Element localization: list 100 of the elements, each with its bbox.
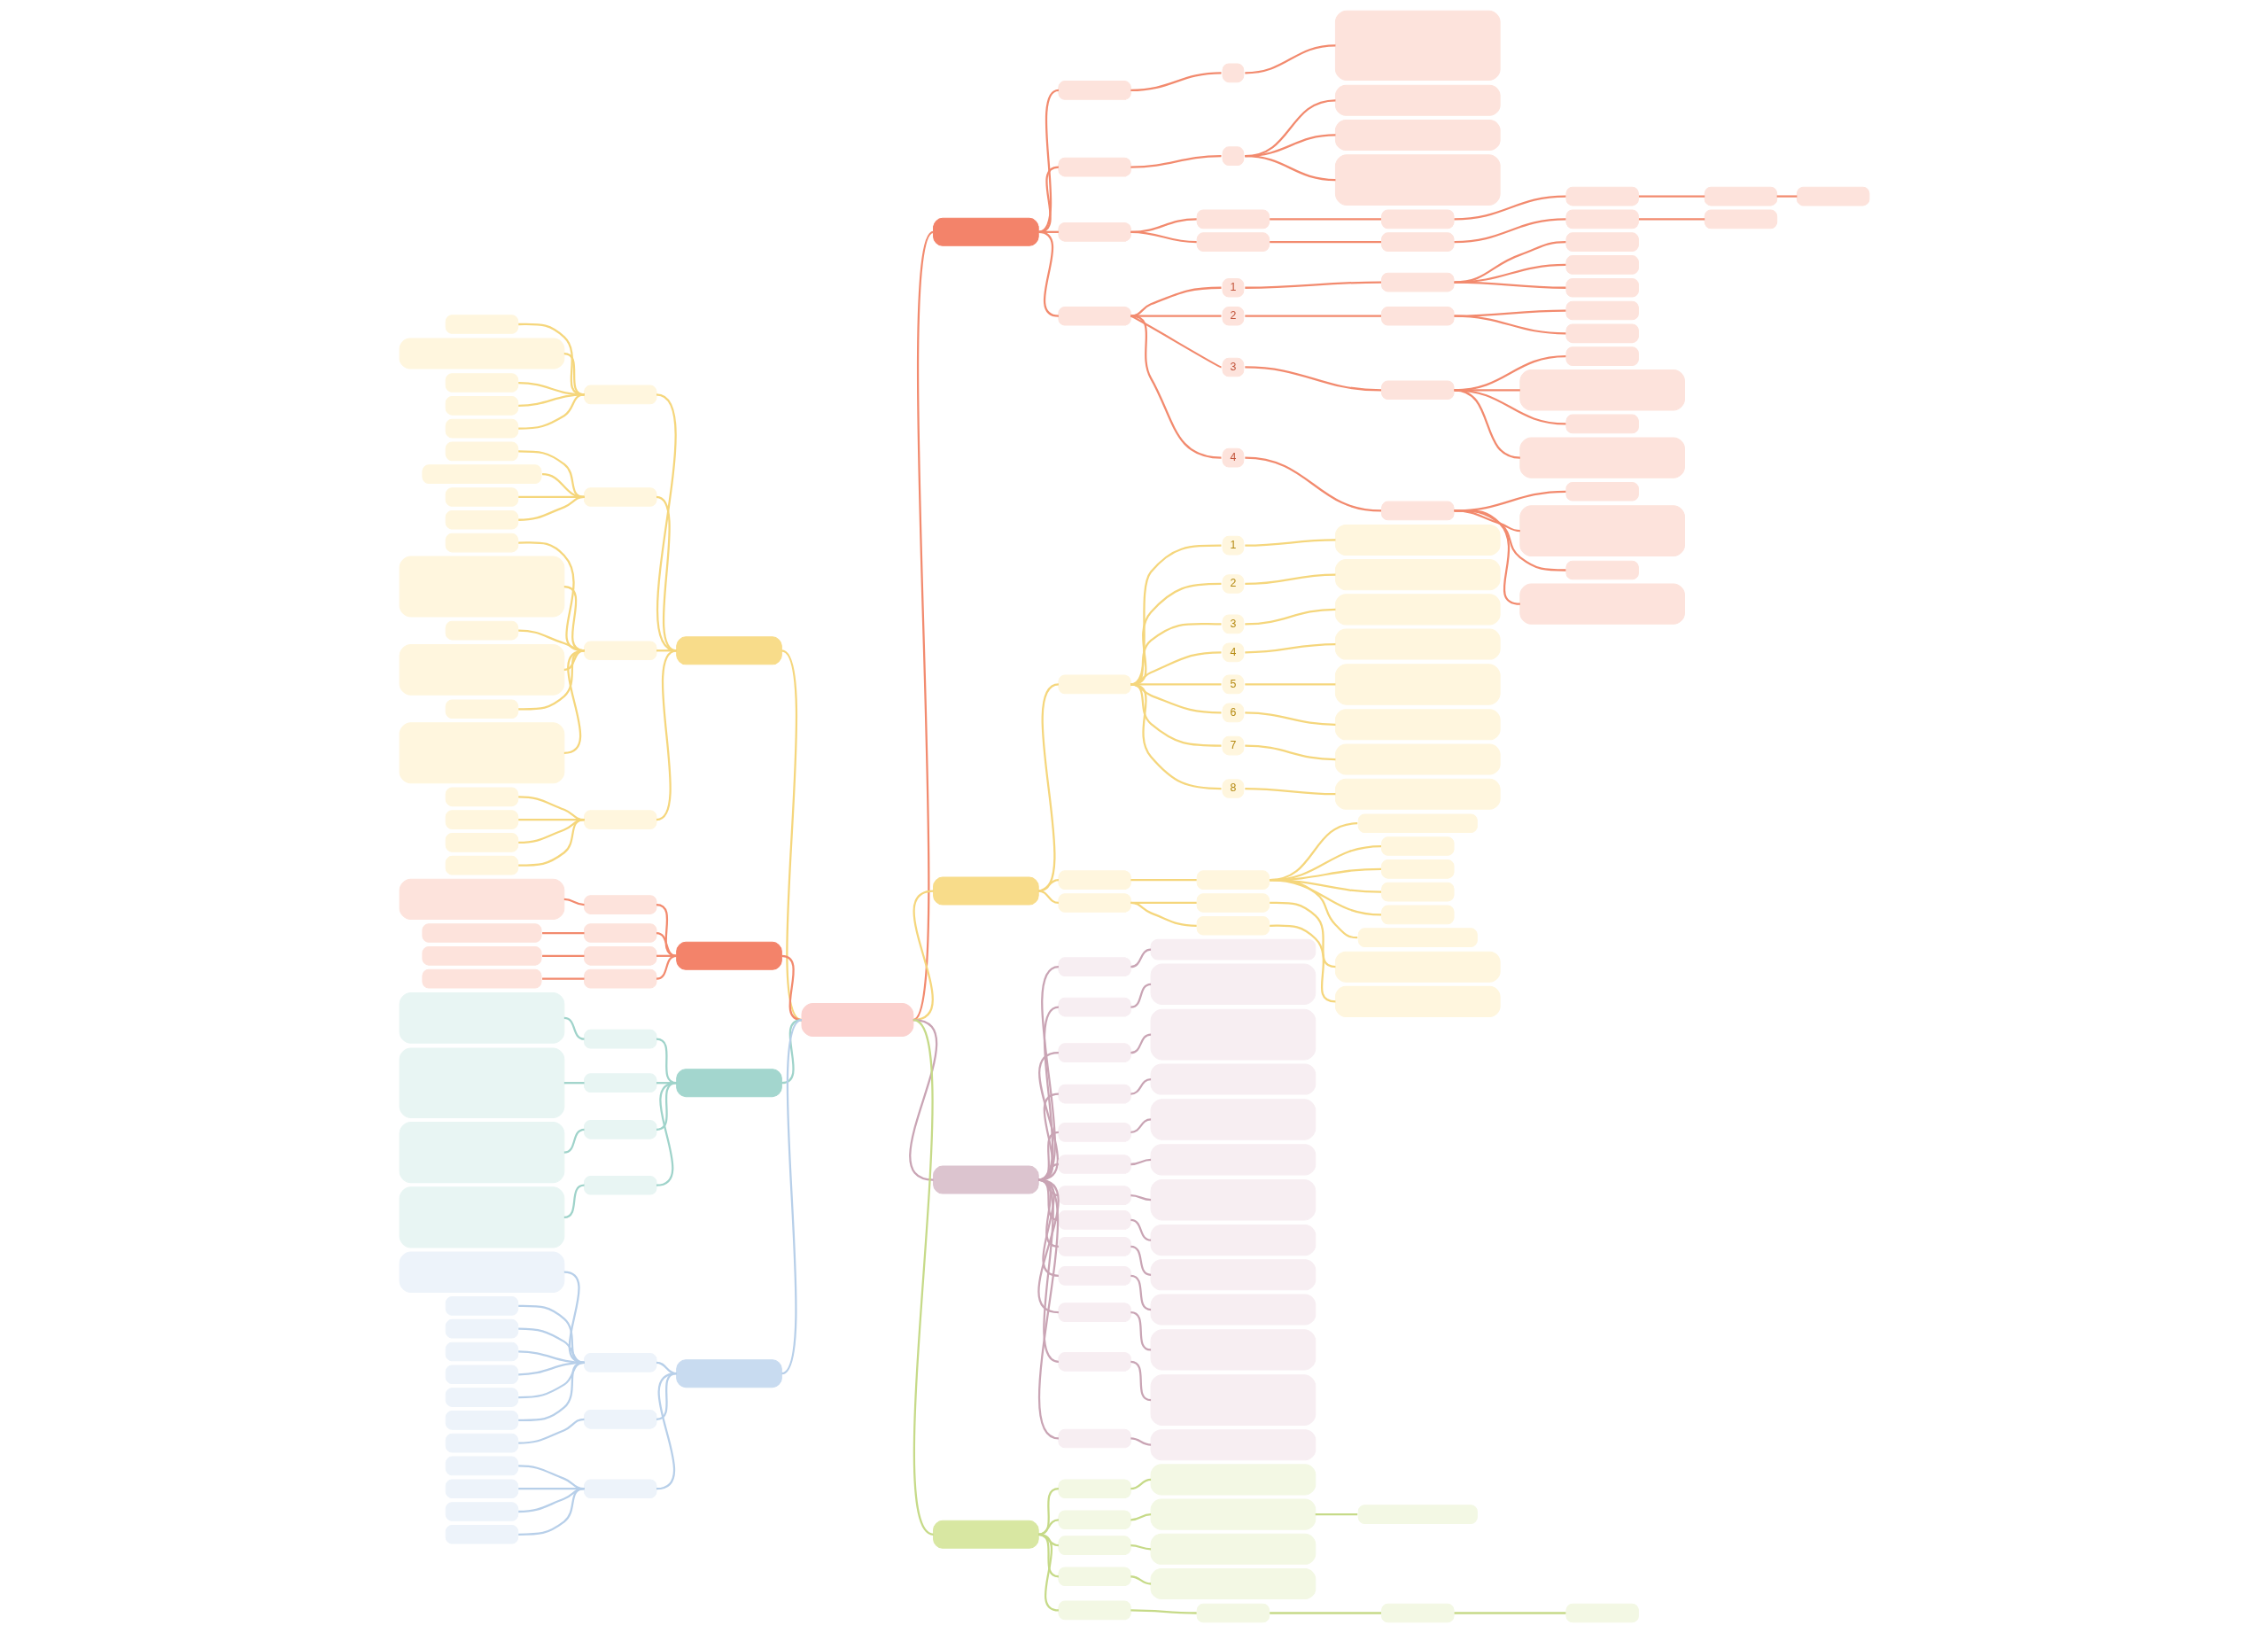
node-box: [445, 441, 518, 462]
node-box: [1796, 186, 1869, 206]
node-box: [1057, 1155, 1131, 1174]
node-box: [1150, 1464, 1316, 1496]
node-box: [445, 418, 518, 439]
node-box: [1334, 559, 1501, 591]
node-box: [1565, 1603, 1639, 1623]
connector: [1454, 315, 1565, 335]
node-box: [1380, 232, 1455, 252]
node-box: [583, 1479, 656, 1499]
node-box: [1565, 209, 1639, 229]
node-box: [1057, 1567, 1131, 1587]
node-box: [1380, 882, 1455, 902]
node-box: [445, 1502, 518, 1521]
node-box: [1380, 272, 1455, 292]
connector: [517, 393, 585, 430]
node-box: [932, 217, 1039, 246]
connector: [1037, 89, 1059, 233]
node-box: [1357, 1505, 1478, 1524]
node-box: [421, 946, 542, 966]
node-box: [1380, 1603, 1455, 1623]
node-box: [1150, 1179, 1316, 1221]
node-box: [1150, 1099, 1316, 1140]
node-box: [1518, 505, 1685, 557]
node-box: [1057, 157, 1131, 177]
node-box: [1565, 186, 1639, 206]
node-box: [1057, 997, 1131, 1017]
node-box: [583, 1073, 656, 1093]
node-box: [583, 923, 656, 943]
node-box: [1334, 594, 1501, 626]
node-box: [583, 895, 656, 914]
node-box: [1357, 813, 1478, 834]
node-box: [421, 464, 542, 484]
node-box: [675, 1359, 782, 1388]
connector: [1269, 241, 1381, 244]
node-box: [445, 1479, 518, 1499]
node-box: [1334, 743, 1501, 775]
connector: [913, 890, 934, 1022]
connector: [1315, 1512, 1357, 1516]
node-box: [1150, 1144, 1316, 1176]
connector: [563, 1016, 585, 1040]
connector: [1454, 195, 1565, 221]
node-box: [1057, 870, 1131, 890]
node-box: [445, 699, 518, 719]
connector: [541, 977, 584, 980]
node-box: [1150, 1329, 1316, 1371]
node-box: [1334, 154, 1501, 206]
node-box: [1057, 306, 1131, 326]
connector: [517, 393, 585, 407]
node-box: [1057, 1479, 1131, 1499]
node-box: [1380, 209, 1455, 229]
node-box: [1357, 928, 1478, 947]
node-box: [1057, 893, 1131, 913]
connector: [656, 1372, 677, 1420]
node-box: [1565, 323, 1639, 344]
node-box: [1380, 836, 1455, 856]
node-box: [445, 1433, 518, 1453]
connector: [1130, 1544, 1151, 1551]
connector: [656, 903, 677, 957]
node-box: [583, 641, 656, 661]
connector: [517, 1304, 585, 1364]
connector: [1244, 744, 1335, 761]
node-box: [583, 1029, 656, 1049]
node-box: [1150, 1008, 1316, 1061]
node-box: [1150, 1533, 1316, 1565]
node-box: [932, 1520, 1039, 1549]
node-box: [1057, 81, 1131, 100]
node-box: [1057, 957, 1131, 977]
node-box: [1380, 380, 1455, 400]
connector: [1037, 166, 1059, 233]
node-box: [445, 373, 518, 393]
node-box: [1334, 84, 1501, 116]
connector: [517, 649, 585, 711]
node-box: [445, 1411, 518, 1430]
connector: [1454, 281, 1565, 289]
connector: [656, 649, 677, 821]
node-box: [1380, 501, 1455, 521]
node-box: [1334, 119, 1501, 151]
node-box: [1565, 277, 1639, 298]
connector: [1244, 573, 1335, 586]
connector: [912, 1019, 934, 1536]
connector: [517, 1418, 585, 1444]
node-box: [583, 1175, 656, 1195]
connector: [1269, 218, 1381, 221]
node-box: [1150, 1374, 1316, 1427]
connector: [1244, 366, 1381, 392]
node-box: [399, 992, 564, 1044]
connector: [1037, 1052, 1059, 1181]
connector: [1130, 1033, 1151, 1054]
connector: [563, 1082, 584, 1085]
node-box: [1150, 1498, 1316, 1530]
connector: [1130, 1609, 1197, 1614]
node-box: [445, 396, 518, 416]
node-box: [583, 946, 656, 966]
connector: [1244, 608, 1335, 626]
connector: [517, 1361, 585, 1421]
node-box: [1057, 1600, 1131, 1621]
node-box: [1057, 222, 1131, 242]
connector: [1130, 1437, 1151, 1446]
node-box: [1334, 10, 1501, 82]
